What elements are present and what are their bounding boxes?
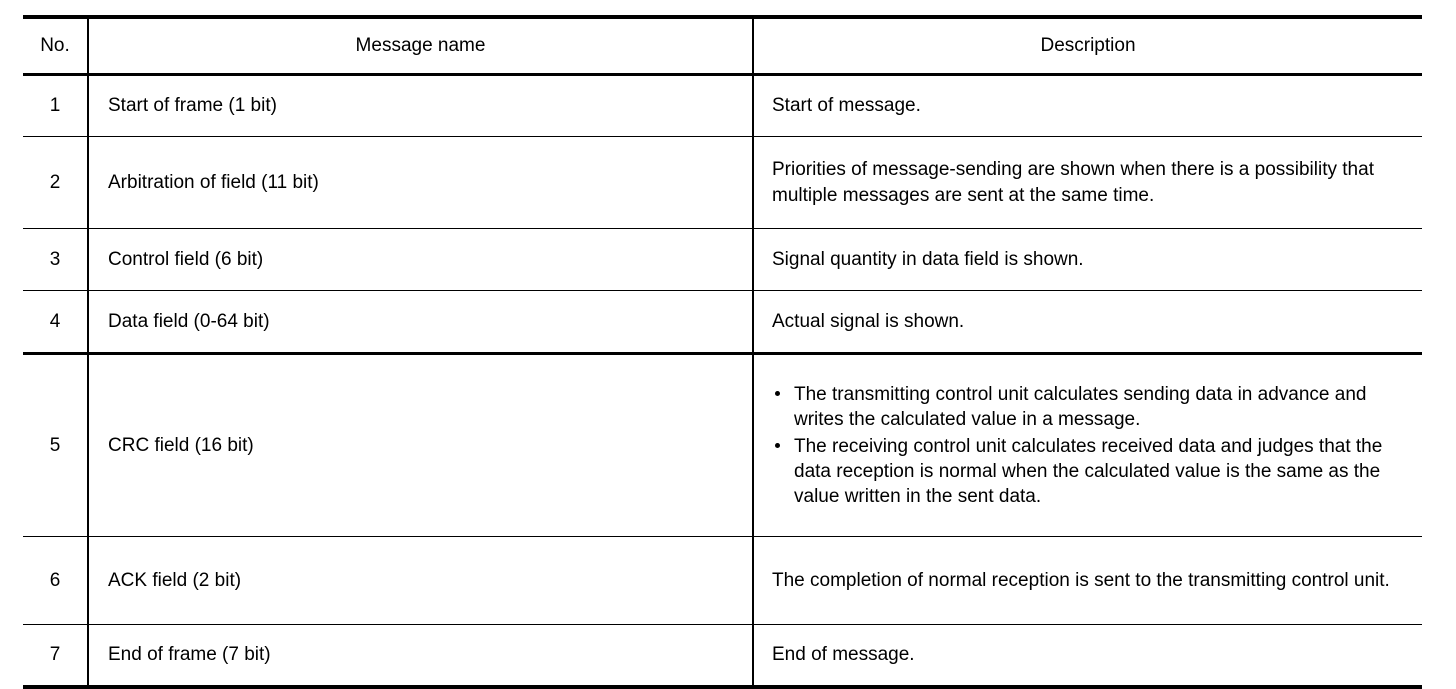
message-frame-table-container: No. Message name Description 1 Start of … (23, 15, 1422, 689)
table-row: 2 Arbitration of field (11 bit) Prioriti… (23, 136, 1422, 229)
table-row: 4 Data field (0-64 bit) Actual signal is… (23, 290, 1422, 354)
table-header-row: No. Message name Description (23, 15, 1422, 76)
message-name-text: Arbitration of field (11 bit) (108, 171, 319, 193)
message-name-text: Control field (6 bit) (108, 248, 264, 270)
description-text: Signal quantity in data field is shown. (772, 248, 1084, 270)
bullet-text: The receiving control unit calculates re… (794, 435, 1383, 508)
cell-description: Actual signal is shown. (753, 290, 1422, 354)
list-item: The receiving control unit calculates re… (772, 434, 1410, 509)
cell-message-name: ACK field (2 bit) (88, 536, 754, 625)
description-bullet-list: The transmitting control unit calculates… (772, 382, 1410, 509)
cell-no: 2 (23, 136, 89, 229)
cell-description: End of message. (753, 624, 1422, 689)
table-row: 3 Control field (6 bit) Signal quantity … (23, 228, 1422, 291)
cell-no: 5 (23, 352, 89, 537)
cell-description: Signal quantity in data field is shown. (753, 228, 1422, 291)
table-row: 7 End of frame (7 bit) End of message. (23, 624, 1422, 689)
cell-no: 6 (23, 536, 89, 625)
message-name-text: Start of frame (1 bit) (108, 95, 277, 117)
message-name-text: End of frame (7 bit) (108, 644, 271, 666)
cell-description: Priorities of message-sending are shown … (753, 136, 1422, 229)
cell-description: The completion of normal reception is se… (753, 536, 1422, 625)
cell-no: 4 (23, 290, 89, 354)
cell-message-name: End of frame (7 bit) (88, 624, 754, 689)
table-row: 5 CRC field (16 bit) The transmitting co… (23, 352, 1422, 537)
cell-message-name: Arbitration of field (11 bit) (88, 136, 754, 229)
bullet-icon (775, 390, 780, 396)
message-frame-table: No. Message name Description 1 Start of … (23, 15, 1422, 689)
message-name-text: CRC field (16 bit) (108, 434, 254, 456)
column-header-no: No. (23, 15, 89, 76)
cell-no: 3 (23, 228, 89, 291)
description-text: Start of message. (772, 95, 921, 117)
table-body: 1 Start of frame (1 bit) Start of messag… (23, 74, 1422, 689)
table-header: No. Message name Description (23, 15, 1422, 76)
message-name-text: ACK field (2 bit) (108, 569, 242, 591)
description-text: The completion of normal reception is se… (772, 569, 1390, 591)
cell-description: Start of message. (753, 75, 1422, 137)
bullet-icon (775, 442, 780, 448)
description-text: End of message. (772, 644, 915, 666)
column-header-description: Description (753, 15, 1422, 76)
cell-no: 1 (23, 74, 89, 137)
description-text: Actual signal is shown. (772, 310, 965, 332)
description-bullet-list-wrap: The transmitting control unit calculates… (754, 382, 1422, 509)
message-name-text: Data field (0-64 bit) (108, 310, 270, 332)
table-row: 6 ACK field (2 bit) The completion of no… (23, 536, 1422, 625)
list-item: The transmitting control unit calculates… (772, 382, 1410, 432)
cell-message-name: Data field (0-64 bit) (88, 290, 754, 354)
table-row: 1 Start of frame (1 bit) Start of messag… (23, 74, 1422, 137)
cell-no: 7 (23, 624, 89, 689)
column-header-message-name: Message name (88, 15, 754, 76)
cell-message-name: Control field (6 bit) (88, 228, 754, 291)
bullet-text: The transmitting control unit calculates… (794, 383, 1367, 430)
cell-message-name: Start of frame (1 bit) (88, 74, 754, 137)
cell-message-name: CRC field (16 bit) (88, 352, 754, 537)
page-root: No. Message name Description 1 Start of … (23, 15, 1422, 689)
cell-description: The transmitting control unit calculates… (753, 352, 1422, 537)
description-text: Priorities of message-sending are shown … (772, 159, 1374, 206)
